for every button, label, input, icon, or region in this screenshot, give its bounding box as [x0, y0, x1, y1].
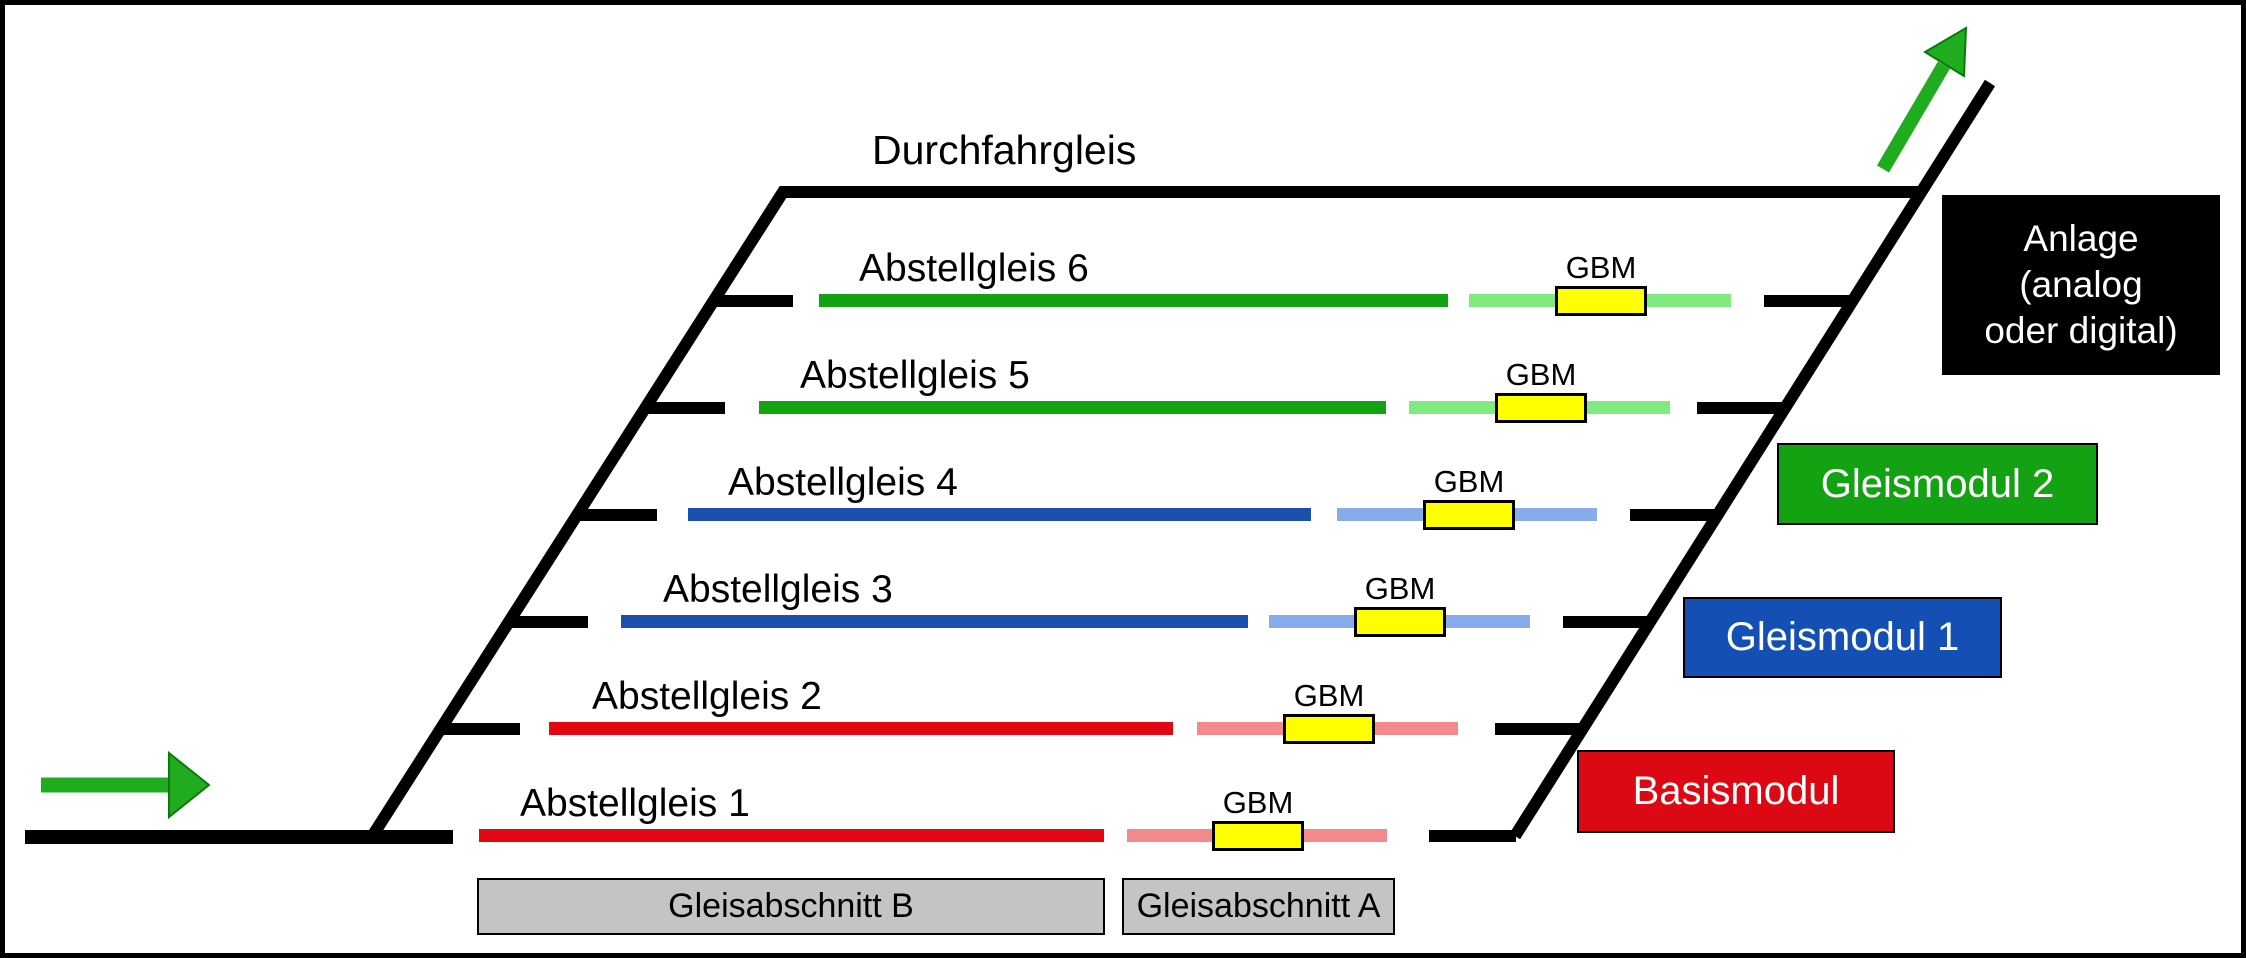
legend-gleismodul-1: Gleismodul 1	[1683, 597, 2002, 678]
gbm-detector-box	[1354, 607, 1446, 637]
right-stub	[1563, 616, 1650, 628]
gbm-detector-box	[1495, 393, 1587, 423]
legend-gleismodul-2: Gleismodul 2	[1777, 443, 2098, 525]
section-box-a: Gleisabschnitt A	[1122, 878, 1395, 935]
gbm-label: GBM	[1293, 678, 1365, 713]
gbm-detector-box	[1212, 821, 1304, 851]
gbm-label: GBM	[1505, 357, 1577, 392]
gbm-label: GBM	[1222, 785, 1294, 820]
abstellgleis-3-label: Abstellgleis 3	[663, 568, 893, 611]
left-stub	[645, 402, 725, 414]
gbm-detector-box	[1423, 500, 1515, 530]
abstellgleis-6-label: Abstellgleis 6	[859, 247, 1089, 290]
main-track-segment	[759, 401, 1386, 414]
entry-arrow-icon	[41, 750, 211, 820]
abstellgleis-4-label: Abstellgleis 4	[728, 461, 958, 504]
right-stub	[1697, 402, 1784, 414]
abstellgleis-1-label: Abstellgleis 1	[520, 782, 750, 825]
legend-anlage: Anlage (analog oder digital)	[1942, 195, 2220, 375]
durchfahrgleis-label: Durchfahrgleis	[872, 127, 1137, 173]
left-stub	[713, 295, 793, 307]
legend-basismodul: Basismodul	[1577, 750, 1895, 833]
left-stub	[577, 509, 657, 521]
abstellgleis-5-label: Abstellgleis 5	[800, 354, 1030, 397]
gbm-detector-box	[1555, 286, 1647, 316]
gbm-label: GBM	[1565, 250, 1637, 285]
main-track-segment	[621, 615, 1248, 628]
exit-arrow-icon	[1876, 26, 1968, 173]
main-track-segment	[479, 829, 1104, 842]
main-track-segment	[688, 508, 1311, 521]
abstellgleis-2-label: Abstellgleis 2	[592, 675, 822, 718]
gbm-label: GBM	[1364, 571, 1436, 606]
left-stub	[508, 616, 588, 628]
right-stub	[1764, 295, 1851, 307]
main-track-segment	[819, 294, 1448, 307]
right-stub	[1630, 509, 1717, 521]
gbm-label: GBM	[1433, 464, 1505, 499]
right-stub	[1429, 830, 1516, 842]
left-stub	[440, 723, 520, 735]
right-stub	[1495, 723, 1583, 735]
section-box-b: Gleisabschnitt B	[477, 878, 1105, 935]
gbm-detector-box	[1283, 714, 1375, 744]
main-track-segment	[549, 722, 1173, 735]
